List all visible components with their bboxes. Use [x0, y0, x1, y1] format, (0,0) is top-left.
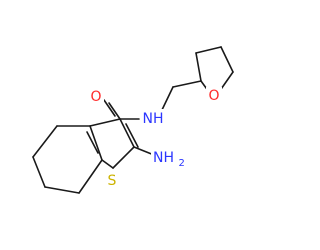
- bond: [220, 46, 234, 73]
- bond: [32, 156, 46, 188]
- bond: [108, 102, 121, 120]
- bond: [78, 159, 103, 194]
- carbonyl-oxygen-label: O: [90, 89, 101, 105]
- bond: [89, 125, 103, 161]
- bond: [119, 118, 135, 148]
- ring-oxygen-label: O: [208, 88, 219, 104]
- bond: [160, 86, 174, 113]
- bond: [195, 52, 202, 82]
- atom-label-layer: O NH O NH 2 S: [88, 87, 222, 190]
- bond-layer: [32, 46, 234, 194]
- amide-nh-label: NH: [143, 111, 164, 127]
- bond: [195, 46, 222, 54]
- molecule-structure-diagram: O NH O NH 2 S: [32, 46, 234, 194]
- bond: [103, 99, 116, 117]
- bond: [44, 186, 80, 194]
- bond: [125, 123, 139, 148]
- bond: [32, 125, 58, 158]
- bond: [89, 118, 121, 127]
- sulfur-label: S: [108, 173, 117, 189]
- bond: [172, 80, 202, 88]
- bond: [86, 131, 99, 154]
- bond: [112, 146, 135, 169]
- bond: [101, 159, 114, 169]
- amino-group-label: NH 2: [153, 150, 185, 169]
- bond: [133, 146, 155, 156]
